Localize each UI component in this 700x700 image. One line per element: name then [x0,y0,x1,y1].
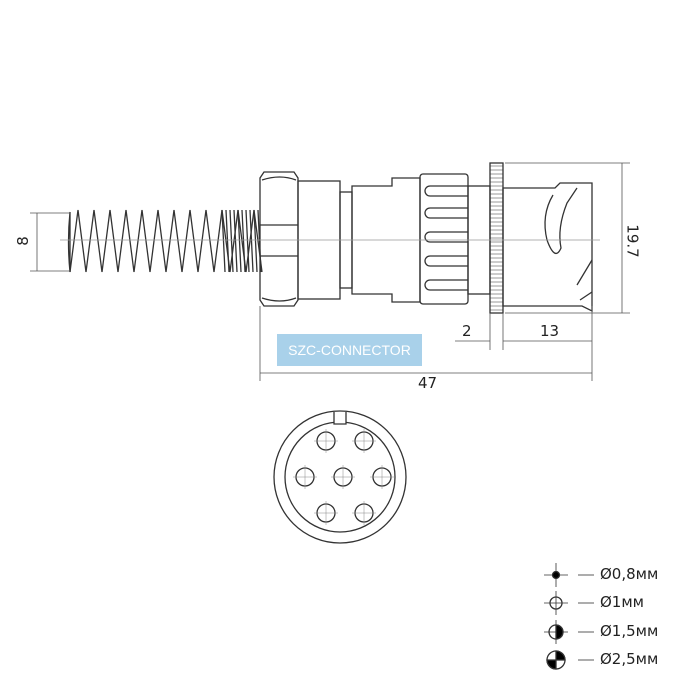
dim-front-length: 13 [540,322,560,340]
pin-crosshair [370,465,394,489]
legend-label: Ø1,5мм [600,622,659,640]
legend-label: Ø1мм [600,593,644,611]
legend-label: Ø2,5мм [600,650,659,668]
grip-rib [424,231,468,243]
dimension-lines [30,162,630,381]
hex-nut [259,171,299,307]
knurl-lines [490,165,503,311]
dim-spring-diameter: 8 [13,236,32,246]
pin-half-icon [544,620,594,644]
pin-crosshair [314,501,338,525]
legend-label: Ø0,8мм [600,565,659,583]
dim-total-length: 47 [418,374,438,392]
spring [67,209,263,273]
pin-filled-icon [544,563,594,587]
body [297,162,593,314]
spring-coils [69,209,263,273]
pin-crosshair [314,429,338,453]
pin-crosshair [352,429,376,453]
grip-rib [424,185,468,197]
pin-open-icon [544,591,594,615]
grip-rib [424,255,468,267]
dim-ring-width: 2 [462,322,472,340]
pin-quarter-icon [546,650,594,670]
front-view [273,410,407,544]
grip-rib [424,207,468,219]
spring-tight-coils [221,209,262,273]
pin-crosshair [293,465,317,489]
watermark-label: SZC-CONNECTOR [277,334,422,366]
spring-end [67,211,71,273]
dim-overall-diameter: 19.7 [623,224,642,258]
pin-crosshair [331,465,355,489]
grip-rib [424,279,468,291]
pin-crosshair [352,501,376,525]
